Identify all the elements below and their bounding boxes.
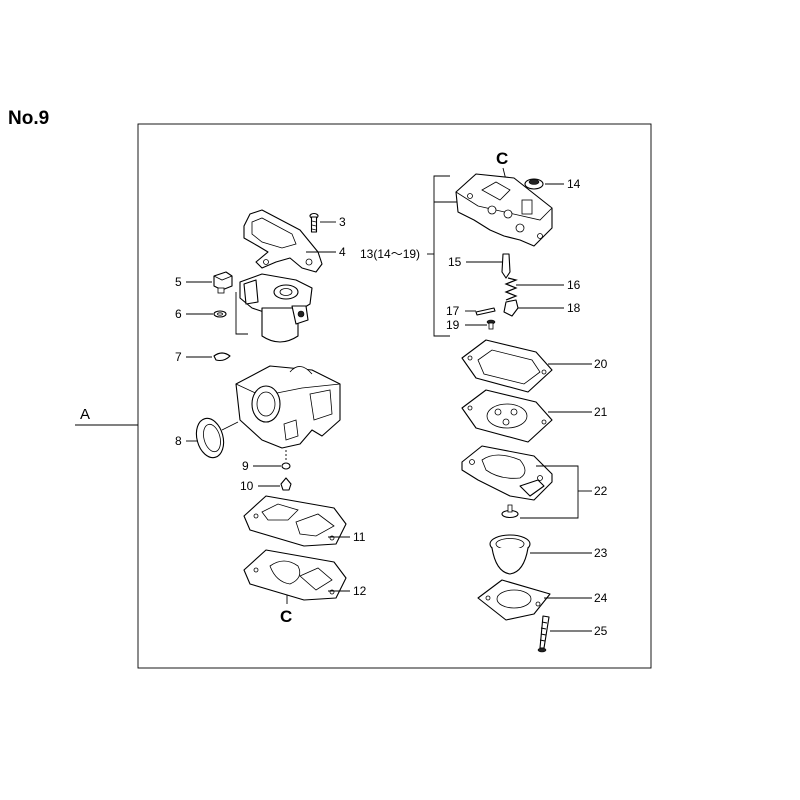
part-label-15: 15 — [448, 255, 462, 269]
part-label-14: 14 — [567, 177, 581, 191]
part-label-18: 18 — [567, 301, 581, 315]
carburetor-body — [235, 365, 341, 449]
group-bracket-13 — [433, 175, 450, 337]
part-label-3: 3 — [339, 215, 346, 229]
lever-part-18 — [503, 299, 519, 317]
valve-part-10 — [280, 477, 292, 491]
o-ring-part-9 — [281, 462, 291, 470]
part-label-25: 25 — [594, 624, 608, 638]
part-label-9: 9 — [242, 459, 249, 473]
screw-part-25 — [537, 615, 550, 653]
part-label-5: 5 — [175, 275, 182, 289]
frame-label: A — [80, 406, 90, 423]
part-label-12: 12 — [353, 584, 367, 598]
part-label-24: 24 — [594, 591, 608, 605]
part-label-16: 16 — [567, 278, 581, 292]
needle-part-15 — [501, 253, 511, 279]
pump-body-part-22 — [461, 445, 553, 501]
part-label-20: 20 — [594, 357, 608, 371]
diagram-frame — [137, 123, 652, 669]
metering-cover-part-13 — [455, 173, 553, 247]
throttle-shaft-assembly — [235, 273, 313, 343]
bracket-part-4 — [243, 209, 323, 273]
part-label-21: 21 — [594, 405, 608, 419]
part-label-11: 11 — [353, 530, 366, 544]
valve-part-22 — [501, 504, 519, 519]
gasket-part-20 — [461, 339, 553, 393]
gasket-part-11 — [243, 495, 347, 547]
diaphragm-part-12 — [243, 549, 347, 601]
part-label-19: 19 — [446, 318, 460, 332]
part-label-23: 23 — [594, 546, 608, 560]
ref-label-top: C — [496, 149, 508, 168]
screw-part-19 — [486, 319, 496, 330]
part-label-13: 13(14～19) — [360, 247, 420, 261]
retainer-plate-part-24 — [477, 579, 551, 621]
pin-part-17 — [475, 307, 496, 316]
ref-label-bottom: C — [280, 607, 292, 626]
part-label-17: 17 — [446, 304, 460, 318]
part-label-8: 8 — [175, 434, 182, 448]
part-label-6: 6 — [175, 307, 182, 321]
part-label-7: 7 — [175, 350, 182, 364]
part-label-4: 4 — [339, 245, 346, 259]
clip-part-7 — [213, 352, 231, 362]
plug-part-14 — [524, 178, 544, 190]
screw-part-3 — [309, 212, 319, 233]
gasket-part-8 — [195, 417, 225, 459]
plug-part-5 — [213, 271, 233, 294]
part-label-10: 10 — [240, 479, 254, 493]
pump-diaphragm-part-21 — [461, 389, 553, 443]
primer-bulb-part-23 — [489, 534, 531, 575]
part-label-22: 22 — [594, 484, 608, 498]
page-title: No.9 — [8, 108, 50, 129]
spring-part-16 — [504, 277, 518, 301]
